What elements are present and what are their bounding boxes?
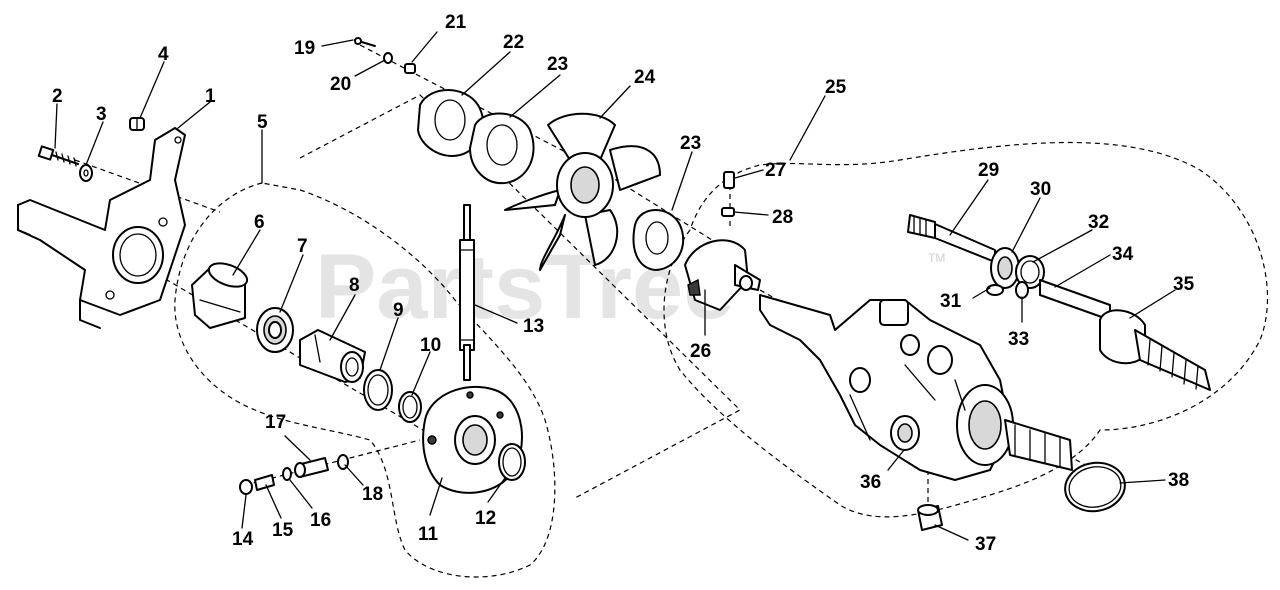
- cap-part-14: [239, 479, 253, 495]
- ring-part-9: [363, 369, 393, 411]
- callout-18: 18: [362, 484, 383, 505]
- callout-7: 7: [297, 236, 308, 257]
- bracket-part-1: [17, 127, 186, 329]
- callout-15: 15: [272, 520, 294, 541]
- washer-part-3: [79, 164, 93, 182]
- nut-part-21: [404, 63, 416, 74]
- housing-part-11: [422, 385, 523, 494]
- hub-part-26: [684, 239, 761, 311]
- callout-8: 8: [349, 275, 360, 296]
- ring-part-31: [986, 284, 1004, 296]
- group-outline-25: [663, 141, 1269, 518]
- oring-part-38: [1064, 461, 1126, 513]
- bearing-part-7: [256, 307, 294, 353]
- bearing-part-30: [990, 247, 1020, 289]
- callout-2: 2: [52, 86, 63, 107]
- callout-35: 35: [1173, 274, 1195, 295]
- callout-34: 34: [1112, 244, 1134, 265]
- gasket-part-23a: [469, 112, 535, 185]
- oring-part-12: [498, 443, 526, 481]
- watermark-trademark: TM: [928, 251, 945, 265]
- callout-22: 22: [503, 32, 524, 53]
- washer-part-20: [383, 52, 393, 64]
- callout-5: 5: [257, 112, 268, 133]
- callout-26: 26: [690, 341, 711, 362]
- sleeve-part-8: [299, 329, 366, 383]
- callout-6: 6: [254, 212, 265, 233]
- spring-part-17: [294, 457, 329, 478]
- callout-11: 11: [418, 524, 439, 545]
- bolt-part-2: [37, 145, 79, 167]
- bolt-part-4: [129, 117, 145, 131]
- rod-part-13: [459, 204, 475, 381]
- callout-1: 1: [205, 86, 216, 107]
- callout-28: 28: [772, 207, 793, 228]
- callout-31: 31: [940, 291, 962, 312]
- callout-27: 27: [765, 160, 786, 181]
- ring-part-10: [398, 391, 422, 423]
- callout-38: 38: [1168, 470, 1189, 491]
- callout-30: 30: [1030, 179, 1051, 200]
- callout-36: 36: [860, 472, 881, 493]
- callout-32: 32: [1088, 212, 1109, 233]
- callout-17: 17: [265, 412, 286, 433]
- shaft-part-29: [907, 214, 996, 263]
- callout-19: 19: [294, 38, 315, 59]
- seal-part-32: [1015, 255, 1045, 289]
- callout-29: 29: [978, 160, 999, 181]
- callout-24: 24: [634, 67, 656, 88]
- callout-9: 9: [393, 300, 404, 321]
- fitting-part-15: [254, 474, 275, 491]
- gasket-part-23b: [632, 209, 685, 271]
- screw-part-27: [723, 171, 735, 189]
- callout-12: 12: [475, 508, 496, 529]
- callout-10: 10: [420, 335, 441, 356]
- group-outline-5: [174, 182, 556, 578]
- nut-part-28: [721, 207, 735, 217]
- callout-21: 21: [445, 12, 467, 33]
- callout-14: 14: [232, 529, 254, 550]
- callout-23b: 23: [680, 133, 701, 154]
- axis-line-main: [74, 159, 221, 213]
- callout-20: 20: [330, 74, 351, 95]
- screw-part-19: [354, 37, 376, 47]
- axis-line-fitting: [244, 439, 421, 486]
- ring-part-33: [1015, 281, 1029, 299]
- bushing-part-6: [191, 262, 249, 329]
- fitting-part-36: [890, 415, 920, 451]
- leader-lines: [54, 31, 1176, 541]
- bearing-part-35: [1099, 309, 1211, 391]
- pump-body: [759, 294, 1073, 481]
- callout-3: 3: [96, 104, 107, 125]
- fan-assembly-outline: [299, 94, 742, 499]
- callout-25: 25: [825, 77, 847, 98]
- shaft-part-34: [1039, 279, 1111, 321]
- callout-13: 13: [523, 316, 544, 337]
- callout-16: 16: [310, 510, 331, 531]
- plug-part-37: [917, 504, 943, 531]
- axis-line-fan-2: [599, 169, 721, 246]
- callout-33: 33: [1008, 329, 1029, 350]
- ring-part-16: [282, 467, 292, 481]
- fan-part-24: [504, 112, 661, 271]
- callout-23a: 23: [547, 54, 568, 75]
- callout-37: 37: [975, 534, 996, 555]
- callout-4: 4: [158, 44, 169, 65]
